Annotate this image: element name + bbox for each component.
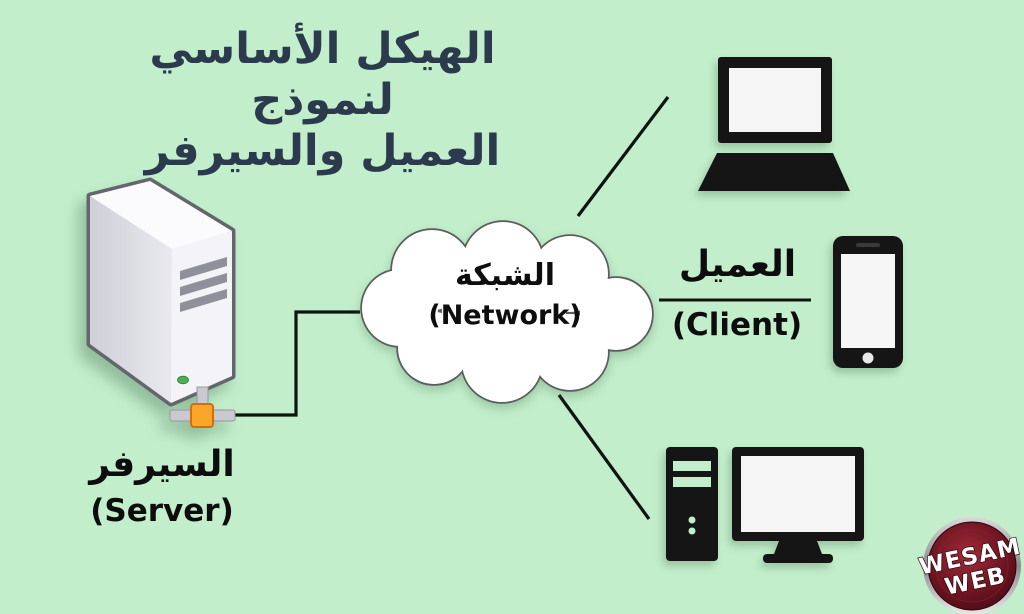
client-label-english: (Client) [671,307,803,343]
network-label-english: (Network) [428,300,582,331]
network-cloud [360,220,654,404]
tower-button [688,527,696,535]
tower-slot [673,477,711,487]
server-tower-icon [86,177,236,428]
smartphone-icon [833,236,903,368]
diagram-title: الهيكل الأساسي لنموذج العميل والسيرفر [100,24,545,177]
connection-lines [235,96,811,520]
network-label-arabic: الشبكة [455,258,555,293]
line-cloud-to-laptop [576,96,670,217]
server-vent [180,273,227,296]
server-vent [180,289,227,312]
server-label-arabic: السيرفر [89,444,235,485]
phone-home-button [862,352,874,364]
server-label-english: (Server) [90,493,234,529]
wesamweb-badge: WESAM WEB [916,517,1024,614]
server-led [177,375,189,385]
title-line2: العميل والسيرفر [144,126,501,176]
client-label-arabic: العميل [678,244,797,285]
line-server-to-cloud [235,310,360,417]
network-connector-plug [190,403,214,428]
laptop-icon [698,57,850,191]
tower-slot [673,461,711,471]
server-vent [180,257,227,280]
desktop-computer-icon [666,447,864,563]
tower-button [688,516,696,524]
title-line1: الهيكل الأساسي لنموذج [149,24,496,125]
phone-speaker [856,243,880,247]
line-cloud-to-desktop [557,394,651,520]
